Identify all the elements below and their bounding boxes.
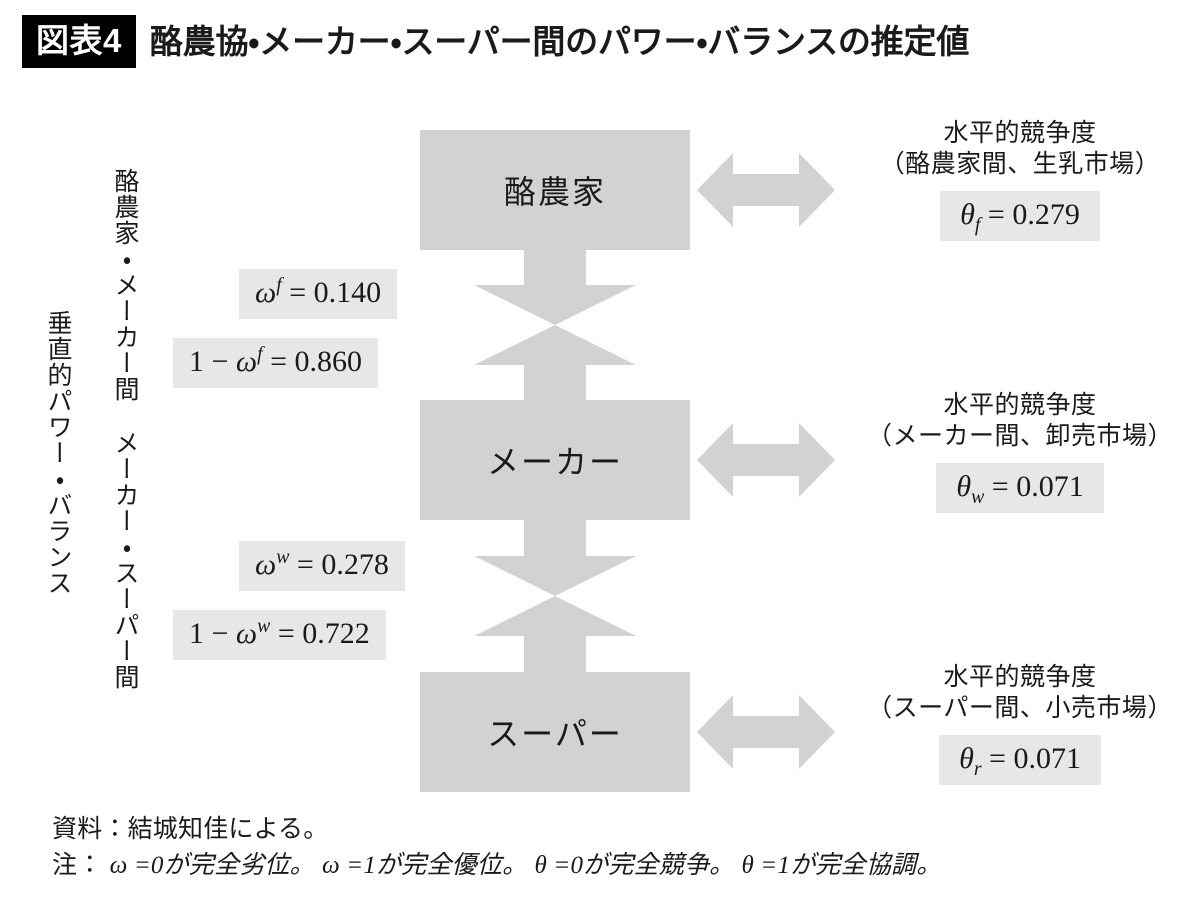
one-minus-prefix: 1 − [189, 345, 229, 378]
theta-r-value: 0.071 [1013, 742, 1081, 775]
theta-f-subscript: f [974, 214, 981, 236]
theta-symbol: θ [960, 198, 975, 231]
omega-symbol: ω [235, 345, 258, 378]
omega-f-value: 0.140 [313, 276, 382, 309]
figure-number-badge: 図表4 [22, 14, 136, 68]
omega-w-superscript: w [257, 615, 271, 637]
formula-theta-f: θf = 0.279 [940, 191, 1100, 241]
competition-group-farmer: 水平的競争度 （酪農家間、生乳市場） θf = 0.279 [845, 118, 1195, 241]
competition-market: （酪農家間、生乳市場） [879, 150, 1161, 178]
source-note: 資料：結城知佳による。 [52, 815, 329, 843]
footnotes: 資料：結城知佳による。 注： ω =0が完全劣位。 ω =1が完全優位。 θ =… [52, 812, 1182, 883]
entity-box-maker: メーカー [420, 400, 690, 520]
omega-symbol: ω [255, 276, 277, 309]
formula-one-minus-omega-f: 1 − ωf = 0.860 [173, 338, 379, 388]
theta-f-value: 0.279 [1012, 198, 1080, 231]
formula-one-minus-omega-w: 1 − ωw = 0.722 [173, 610, 386, 660]
competition-heading: 水平的競争度 [943, 119, 1097, 147]
one-minus-prefix: 1 − [189, 617, 229, 650]
equals-sign: = [987, 198, 1005, 231]
note-item-theta-one: θ =1が完全協調。 [741, 851, 942, 879]
equals-sign: = [270, 345, 288, 378]
vertical-axis-label-farmer-maker: 酪農家・メーカー間 [111, 168, 139, 402]
one-minus-omega-f-value: 0.860 [294, 345, 363, 378]
note-item-theta-zero: θ =0が完全競争。 [534, 851, 735, 879]
bidirectional-arrow-super-market [697, 695, 835, 769]
note-item-omega-one: ω =1が完全優位。 [322, 851, 528, 879]
vertical-axis-label-maker-super: メーカー・スーパー間 [111, 430, 139, 690]
equals-sign: = [289, 276, 307, 309]
competition-group-super: 水平的競争度 （スーパー間、小売市場） θr = 0.071 [845, 662, 1195, 785]
bidirectional-arrow-farmer-market [697, 153, 835, 227]
theta-symbol: θ [956, 470, 972, 503]
theta-r-subscript: r [973, 758, 982, 780]
omega-w-superscript: w [276, 546, 290, 568]
competition-heading: 水平的競争度 [943, 663, 1097, 691]
equals-sign: = [991, 470, 1009, 503]
note-prefix: 注： [52, 850, 103, 879]
entity-box-super: スーパー [420, 672, 690, 792]
entity-box-farmer: 酪農家 [420, 130, 690, 250]
one-minus-omega-w-value: 0.722 [302, 617, 370, 650]
formula-theta-r: θr = 0.071 [939, 735, 1101, 785]
omega-f-superscript: f [276, 274, 282, 296]
omega-symbol: ω [235, 617, 258, 650]
formula-omega-w: ωw = 0.278 [239, 541, 405, 591]
vertical-axis-outer-label: 垂直的パワー・バランス [44, 310, 72, 596]
bidirectional-arrow-maker-market [697, 423, 835, 497]
definition-note: 注： ω =0が完全劣位。 ω =1が完全優位。 θ =0が完全競争。 θ =1… [52, 848, 1182, 884]
omega-symbol: ω [255, 548, 277, 581]
page-title: 酪農協・メーカー・スーパー間のパワー・バランスの推定値 [149, 22, 970, 60]
theta-symbol: θ [959, 742, 974, 775]
note-item-omega-zero: ω =0が完全劣位。 [109, 851, 315, 879]
bidirectional-arrow-maker-super [474, 519, 636, 673]
competition-market: （メーカー間、卸売市場） [866, 422, 1173, 450]
formula-theta-w: θw = 0.071 [936, 463, 1104, 513]
formula-omega-f: ωf = 0.140 [239, 269, 398, 319]
bidirectional-arrow-farmer-maker [474, 249, 636, 401]
equals-sign: = [989, 742, 1006, 775]
equals-sign: = [296, 548, 314, 581]
theta-w-value: 0.071 [1016, 470, 1084, 503]
omega-w-value: 0.278 [321, 548, 389, 581]
omega-f-superscript: f [257, 343, 263, 365]
theta-w-subscript: w [971, 486, 985, 508]
figure-header: 図表4 酪農協・メーカー・スーパー間のパワー・バランスの推定値 [22, 14, 969, 68]
competition-group-maker: 水平的競争度 （メーカー間、卸売市場） θw = 0.071 [845, 390, 1195, 513]
competition-heading: 水平的競争度 [943, 391, 1097, 419]
competition-market: （スーパー間、小売市場） [867, 694, 1173, 722]
equals-sign: = [277, 617, 295, 650]
